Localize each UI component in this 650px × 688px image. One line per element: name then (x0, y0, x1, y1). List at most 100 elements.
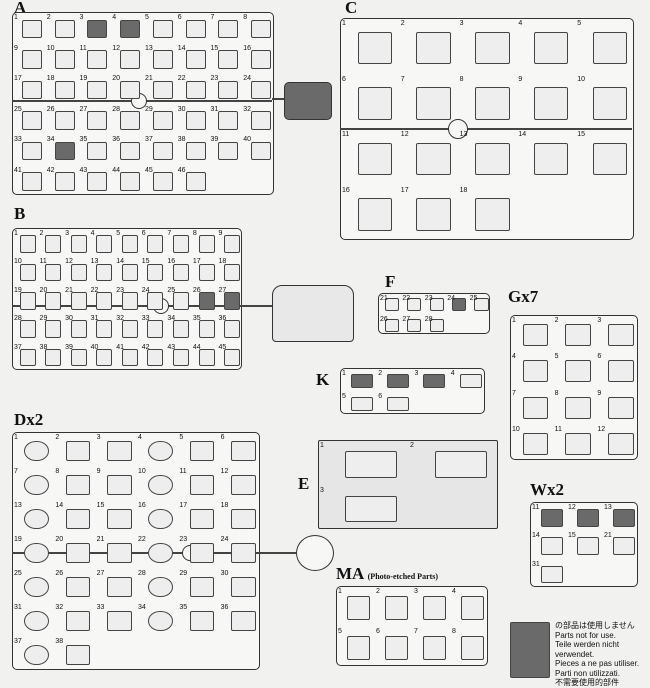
part-number: 7 (400, 75, 405, 83)
part-b-18 (224, 263, 241, 282)
part-number: 10 (46, 44, 55, 52)
part-dx2-4 (148, 440, 174, 462)
part-a-38 (185, 141, 206, 161)
part-dx2-23 (189, 542, 215, 564)
part-number: 31 (210, 105, 219, 113)
part-dx2-10 (148, 474, 174, 496)
part-number: 24 (220, 536, 229, 543)
part-number: 30 (220, 570, 229, 577)
part-number: 2 (39, 230, 44, 237)
part-number: 39 (65, 343, 73, 351)
part-number: 37 (145, 136, 153, 143)
part-number: 33 (14, 136, 22, 143)
part-gx7-12 (608, 432, 634, 455)
part-number: 11 (554, 425, 562, 433)
part-a-24 (251, 80, 272, 100)
part-a-2 (54, 19, 75, 39)
part-number: 7 (14, 468, 18, 475)
part-number: 21 (96, 536, 105, 543)
part-number: 1 (342, 370, 346, 377)
part-number: 41 (14, 166, 22, 174)
part-number: 31 (90, 315, 99, 323)
part-wx2-21 (612, 537, 635, 555)
part-number: 12 (400, 131, 409, 138)
part-number: 6 (378, 393, 383, 400)
part-a-17 (21, 80, 42, 100)
part-a-33 (21, 141, 42, 161)
part-f-21 (384, 298, 400, 312)
part-number: 8 (452, 628, 456, 635)
part-number: 33 (96, 604, 105, 611)
part-a-23 (218, 80, 239, 100)
part-k-1 (350, 373, 373, 389)
part-c-2 (416, 31, 451, 65)
sprue-dx2 (12, 432, 260, 670)
part-number: 35 (192, 315, 201, 323)
part-c-16 (357, 198, 392, 231)
not-used-swatch (510, 622, 550, 678)
part-number: 1 (512, 317, 516, 324)
part-b-34 (173, 320, 190, 338)
part-c-10 (592, 87, 628, 120)
part-a-19 (87, 80, 108, 100)
part-a-43 (87, 172, 108, 191)
part-number: 37 (14, 343, 22, 351)
part-number: 4 (112, 14, 117, 21)
part-number: 23 (424, 295, 433, 302)
part-number: 21 (145, 75, 153, 82)
part-number: 1 (14, 14, 18, 21)
part-number: 25 (469, 295, 478, 302)
part-wx2-11 (540, 509, 563, 527)
part-number: 10 (577, 75, 585, 83)
part-a-7 (218, 19, 239, 39)
part-a-46 (185, 172, 206, 191)
part-dx2-27 (107, 576, 132, 598)
part-k-6 (387, 396, 410, 412)
part-a-39 (218, 141, 239, 161)
part-b-25 (173, 291, 190, 310)
part-number: 12 (65, 258, 73, 266)
legend-japanese: の部品は使用しません (555, 621, 635, 630)
part-number: 8 (554, 389, 559, 397)
part-e-3 (345, 495, 397, 523)
part-number: 38 (39, 343, 48, 351)
part-c-9 (534, 87, 569, 120)
part-c-12 (416, 142, 451, 176)
part-b-4 (96, 235, 113, 253)
connector-rod (240, 305, 272, 307)
legend-german: Teile werden nicht verwendet. (555, 640, 620, 659)
part-number: 11 (179, 468, 187, 475)
part-k-5 (350, 396, 373, 412)
part-dx2-16 (148, 508, 174, 530)
part-number: 5 (338, 628, 342, 635)
part-gx7-1 (522, 324, 549, 346)
part-number: 19 (79, 75, 88, 82)
part-f-23 (429, 298, 444, 312)
part-number: 1 (342, 20, 346, 27)
part-number: 32 (55, 604, 64, 611)
part-a-35 (87, 141, 108, 161)
part-number: 17 (192, 258, 201, 266)
part-number: 4 (512, 353, 516, 361)
part-dx2-15 (107, 508, 132, 530)
part-a-32 (251, 111, 272, 130)
part-number: 3 (79, 14, 84, 21)
part-f-28 (429, 318, 444, 332)
part-k-3 (423, 373, 446, 389)
part-number: 20 (112, 75, 121, 82)
part-c-17 (416, 198, 451, 231)
ma-subtitle: (Photo-etched Parts) (367, 572, 439, 581)
connector-rod (258, 552, 296, 554)
part-c-3 (475, 31, 510, 65)
part-number: 13 (145, 44, 153, 52)
part-gx7-10 (522, 432, 549, 455)
part-f-22 (407, 298, 422, 312)
part-dx2-13 (24, 508, 50, 530)
part-number: 46 (177, 166, 186, 174)
part-dx2-18 (231, 508, 256, 530)
part-number: 30 (65, 315, 73, 323)
part-gx7-8 (565, 396, 591, 419)
sprue-label-dx2: Dx2 (14, 410, 44, 429)
part-dx2-34 (148, 610, 174, 632)
part-a-27 (87, 111, 108, 130)
